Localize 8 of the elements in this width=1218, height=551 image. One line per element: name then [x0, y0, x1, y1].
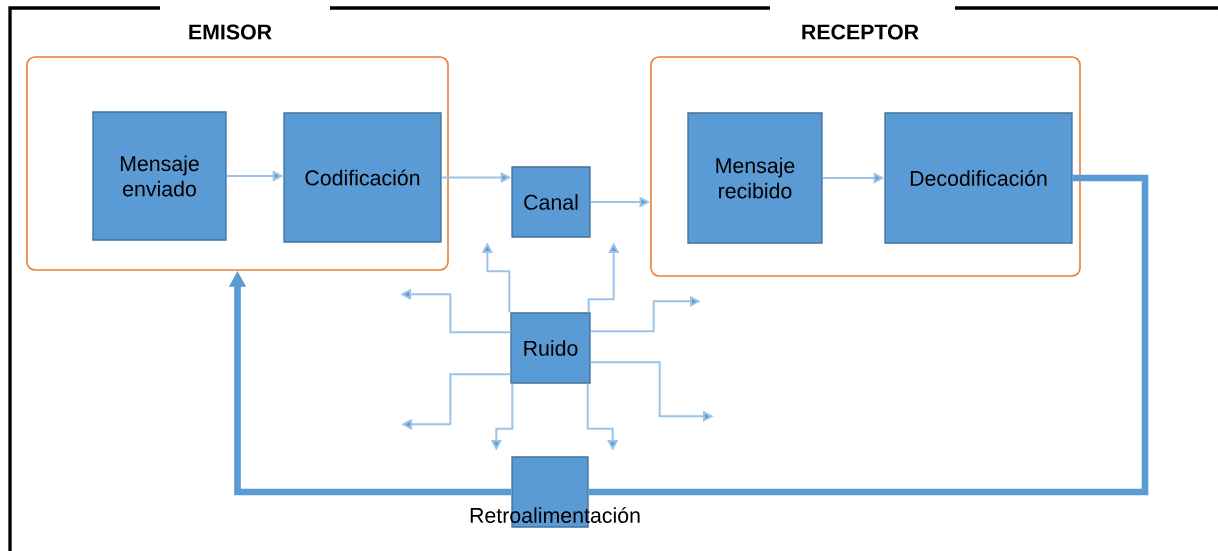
node-label: RECEPTOR: [802, 24, 919, 40]
process-box: Decodificación: [884, 112, 1073, 244]
process-box: Mensaje enviado: [92, 111, 227, 241]
process-box: Canal: [511, 166, 591, 238]
process-box: Codificación: [283, 112, 442, 243]
process-box: Mensaje recibido: [687, 112, 823, 244]
node-label: EMISOR: [189, 24, 272, 40]
process-box: Ruido: [510, 312, 591, 384]
